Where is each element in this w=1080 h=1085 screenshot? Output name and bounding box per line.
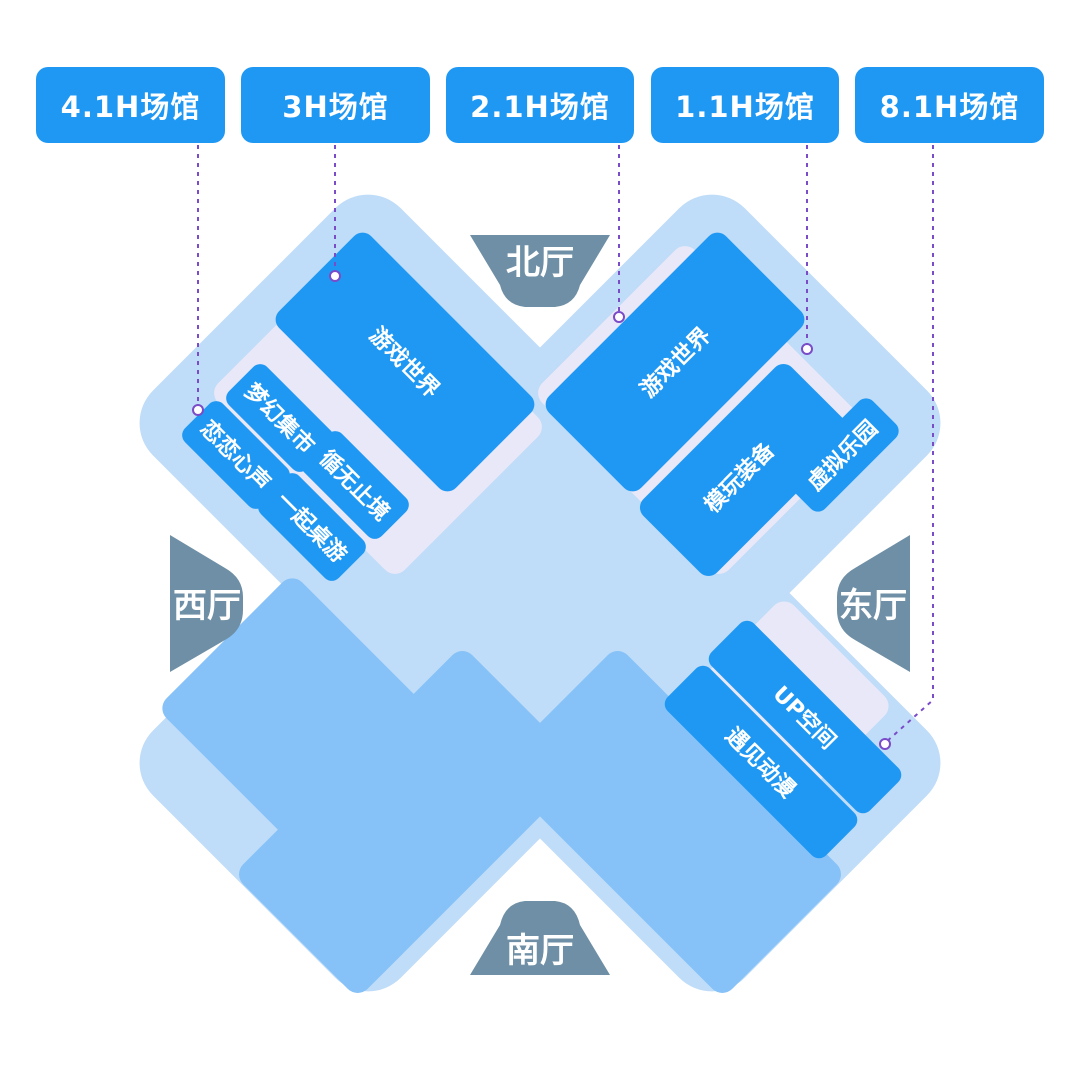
unused-blocks [162,578,841,993]
venue-button-1-1h[interactable]: 1.1H场馆 [651,67,839,143]
venue-button-4-1h[interactable]: 4.1H场馆 [36,67,225,143]
hall-east: 东厅 [837,535,910,672]
venue-button-3h[interactable]: 3H场馆 [241,67,430,143]
leader-dots [192,270,891,750]
leader-lines [197,145,934,744]
hall-west: 西厅 [170,535,243,672]
hall-north: 北厅 [470,235,610,307]
hall-east-label: 东厅 [839,586,907,626]
venue-button-8-1h[interactable]: 8.1H场馆 [855,67,1044,143]
venue-button-2-1h[interactable]: 2.1H场馆 [446,67,634,143]
hall-south: 南厅 [470,901,610,975]
zone-game-world-west[interactable]: 游戏世界 [271,228,540,497]
hall-north-label: 北厅 [506,243,574,283]
hall-west-label: 西厅 [173,586,241,626]
hall-south-label: 南厅 [506,931,574,971]
zone-mecha[interactable]: 模玩装备 [635,359,857,581]
zone-game-world-east[interactable]: 游戏世界 [541,228,810,497]
